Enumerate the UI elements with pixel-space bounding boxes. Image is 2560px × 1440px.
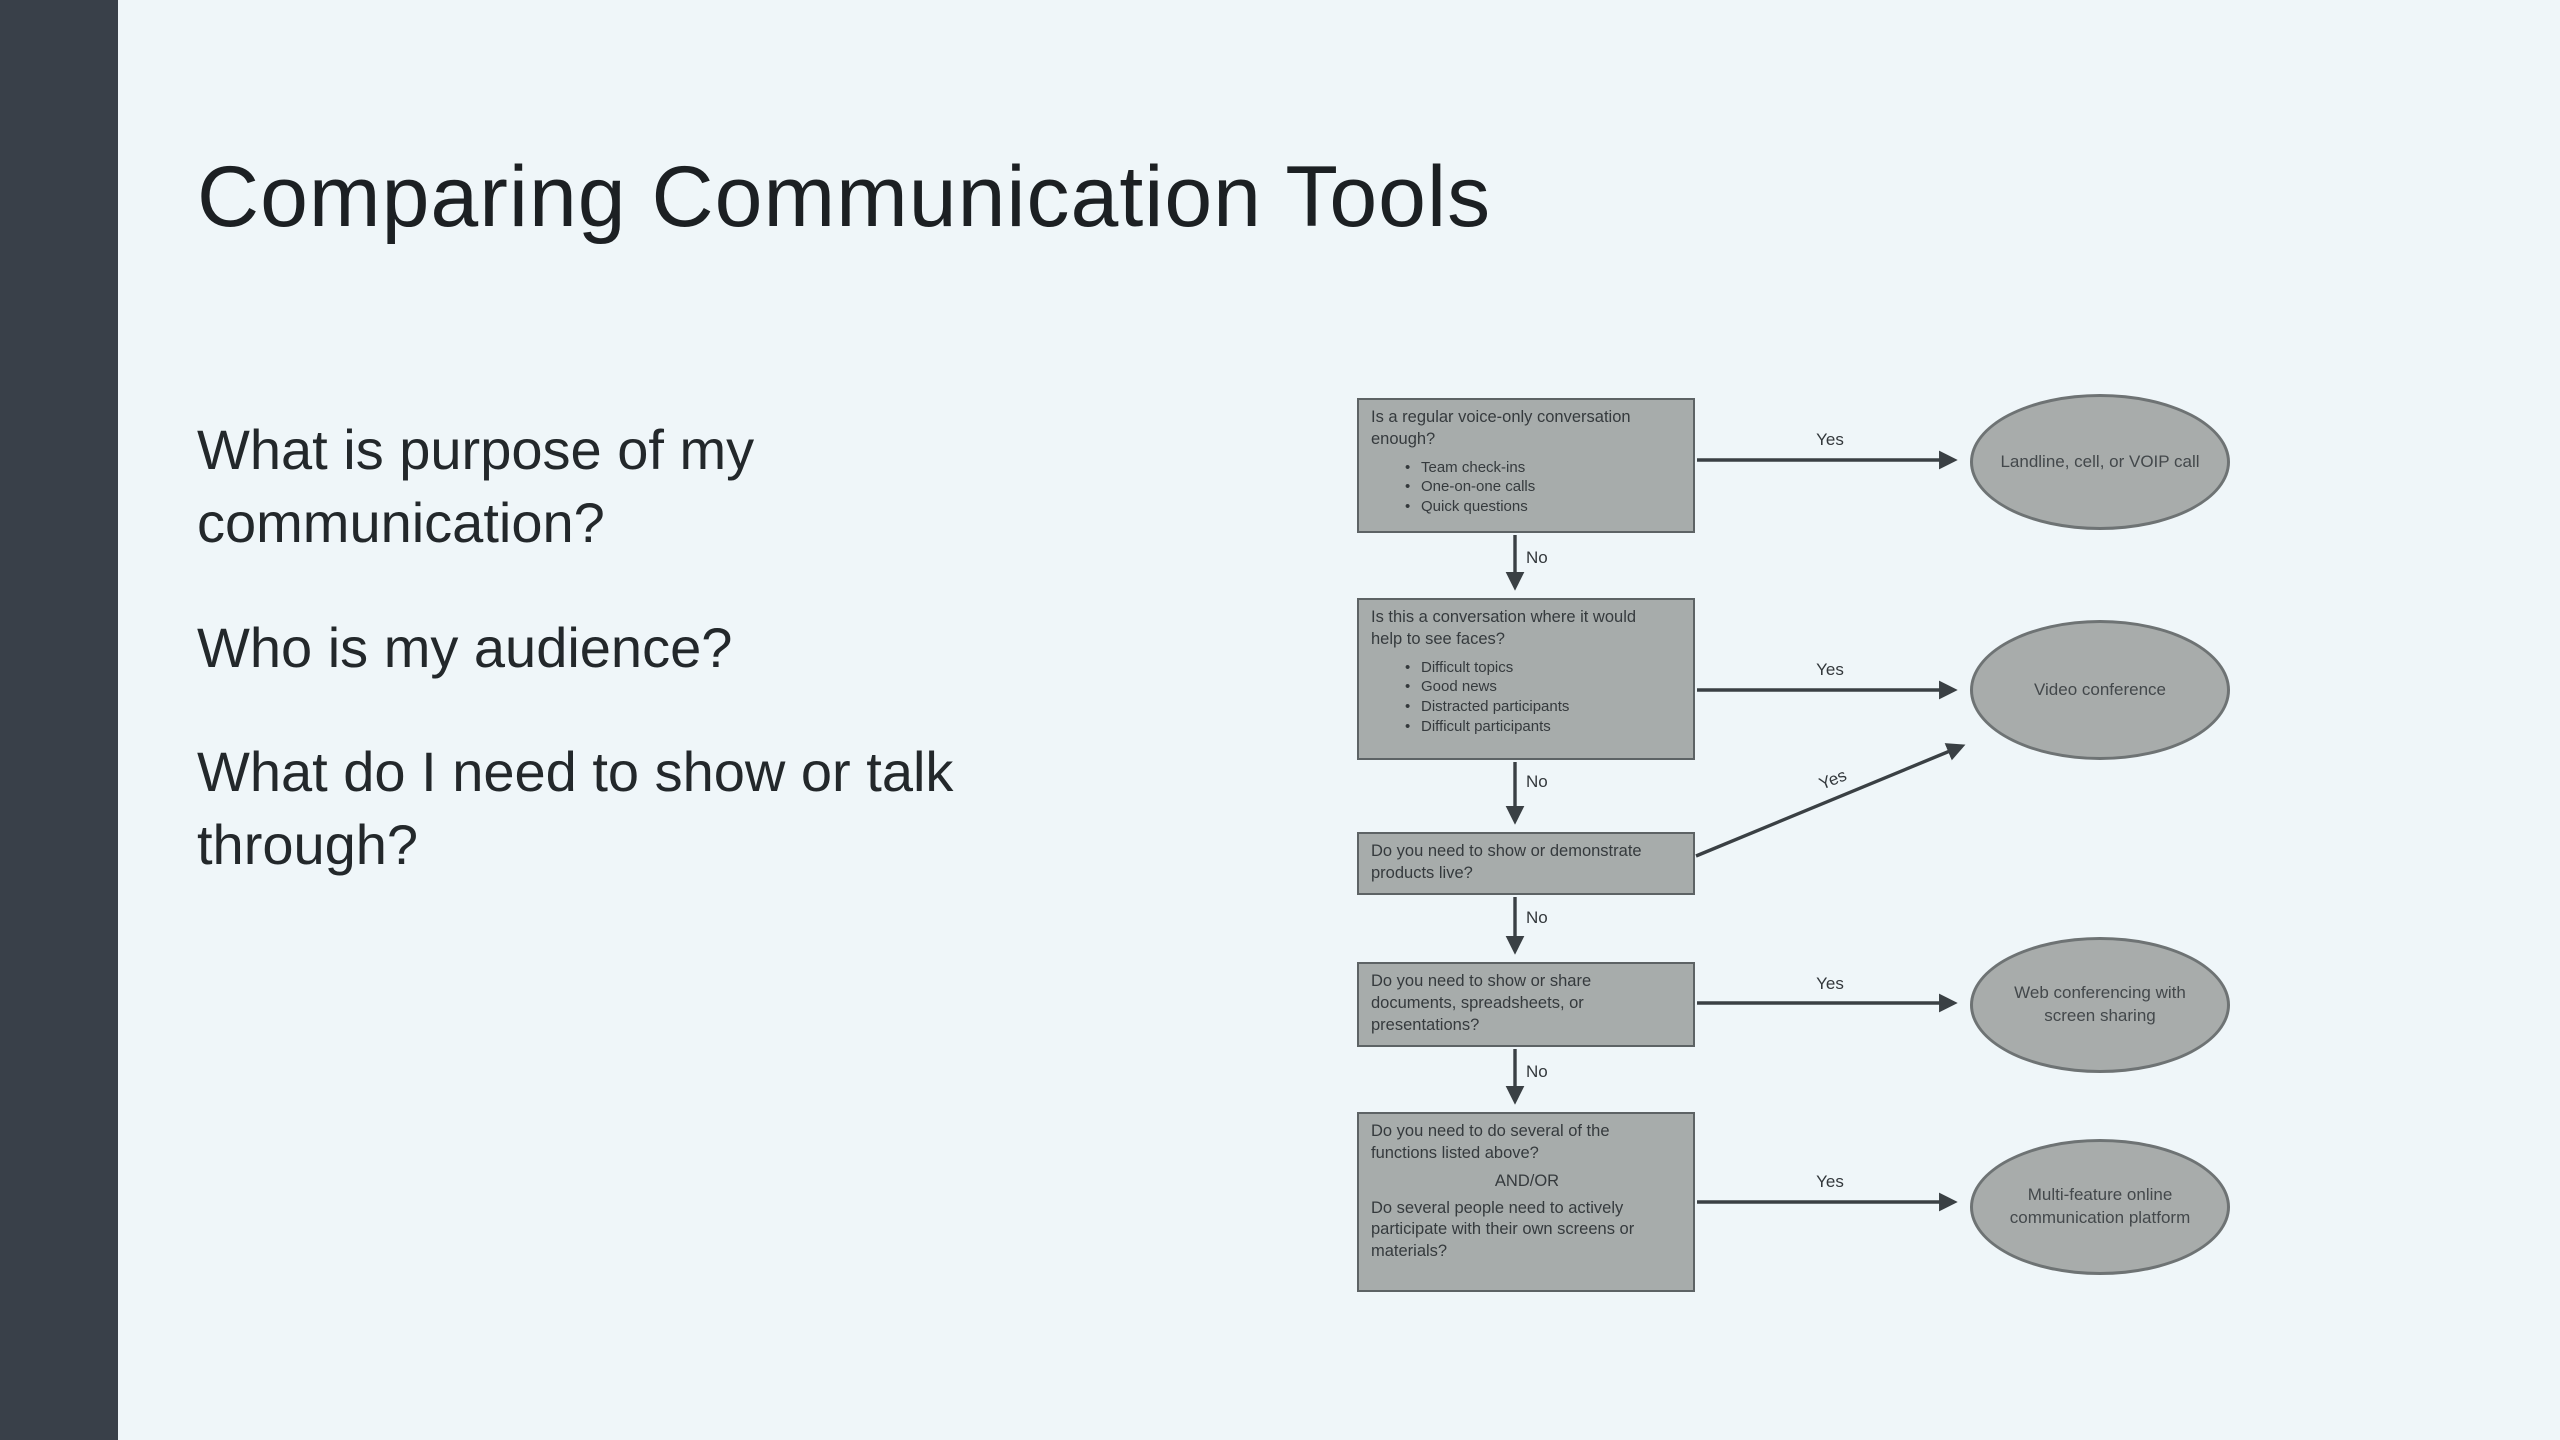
bullet-item: Difficult participants [1405, 717, 1683, 737]
decision-box-see-faces: Is this a conversation where it would he… [1357, 598, 1695, 760]
outcome-video-conference: Video conference [1970, 620, 2230, 760]
yes-label: Yes [1816, 1172, 1844, 1191]
decision-question: Do you need to do several of the functio… [1371, 1122, 1610, 1162]
decision-question: Is a regular voice-only conversation eno… [1371, 408, 1631, 448]
bullet-item: Good news [1405, 677, 1683, 697]
outcome-label: Landline, cell, or VOIP call [2000, 451, 2200, 471]
bullet-item: Distracted participants [1405, 697, 1683, 717]
decision-box-multi-function: Do you need to do several of the functio… [1357, 1112, 1695, 1292]
sidebar-accent-bar [0, 0, 118, 1440]
question-purpose: What is purpose of my communication? [197, 418, 755, 554]
bullet-list: Team check-ins One-on-one calls Quick qu… [1371, 458, 1683, 518]
no-label: No [1526, 772, 1548, 791]
decision-flowchart: Is a regular voice-only conversation eno… [1340, 380, 2260, 1320]
questions-list: What is purpose of my communication? Who… [197, 414, 1257, 882]
no-label: No [1526, 548, 1548, 567]
decision-question-2: Do several people need to actively parti… [1371, 1198, 1635, 1261]
decision-box-voice-only: Is a regular voice-only conversation eno… [1357, 398, 1695, 533]
yes-label: Yes [1816, 974, 1844, 993]
question-show-or-talk: What do I need to show or talk through? [197, 740, 954, 877]
bullet-item: Team check-ins [1405, 458, 1683, 478]
outcome-landline-call: Landline, cell, or VOIP call [1970, 394, 2230, 530]
bullet-list: Difficult topics Good news Distracted pa… [1371, 658, 1683, 738]
bullet-item: One-on-one calls [1405, 477, 1683, 497]
outcome-label: Web conferencing with screen sharing [2014, 983, 2186, 1025]
decision-question: Do you need to show or demonstrate produ… [1371, 842, 1642, 882]
outcome-label: Multi-feature online communication platf… [2009, 1185, 2191, 1227]
outcome-multi-feature-platform: Multi-feature online communication platf… [1970, 1139, 2230, 1275]
decision-question: Is this a conversation where it would he… [1371, 608, 1637, 648]
yes-label: Yes [1816, 660, 1844, 679]
bullet-item: Difficult topics [1405, 658, 1683, 678]
no-label: No [1526, 1062, 1548, 1081]
bullet-item: Quick questions [1405, 497, 1683, 517]
decision-box-demo-live: Do you need to show or demonstrate produ… [1357, 832, 1695, 895]
decision-box-share-docs: Do you need to show or share documents, … [1357, 962, 1695, 1047]
no-label: No [1526, 908, 1548, 927]
decision-question: Do you need to show or share documents, … [1371, 972, 1592, 1034]
and-or-connector: AND/OR [1494, 1171, 1560, 1190]
yes-label-diagonal: Yes [1816, 765, 1850, 794]
arrow-yes-demo [1695, 743, 1966, 858]
outcome-web-conferencing: Web conferencing with screen sharing [1970, 937, 2230, 1073]
yes-label: Yes [1816, 430, 1844, 449]
outcome-label: Video conference [2033, 679, 2166, 699]
question-audience: Who is my audience? [197, 615, 733, 679]
slide-title: Comparing Communication Tools [197, 149, 1492, 245]
